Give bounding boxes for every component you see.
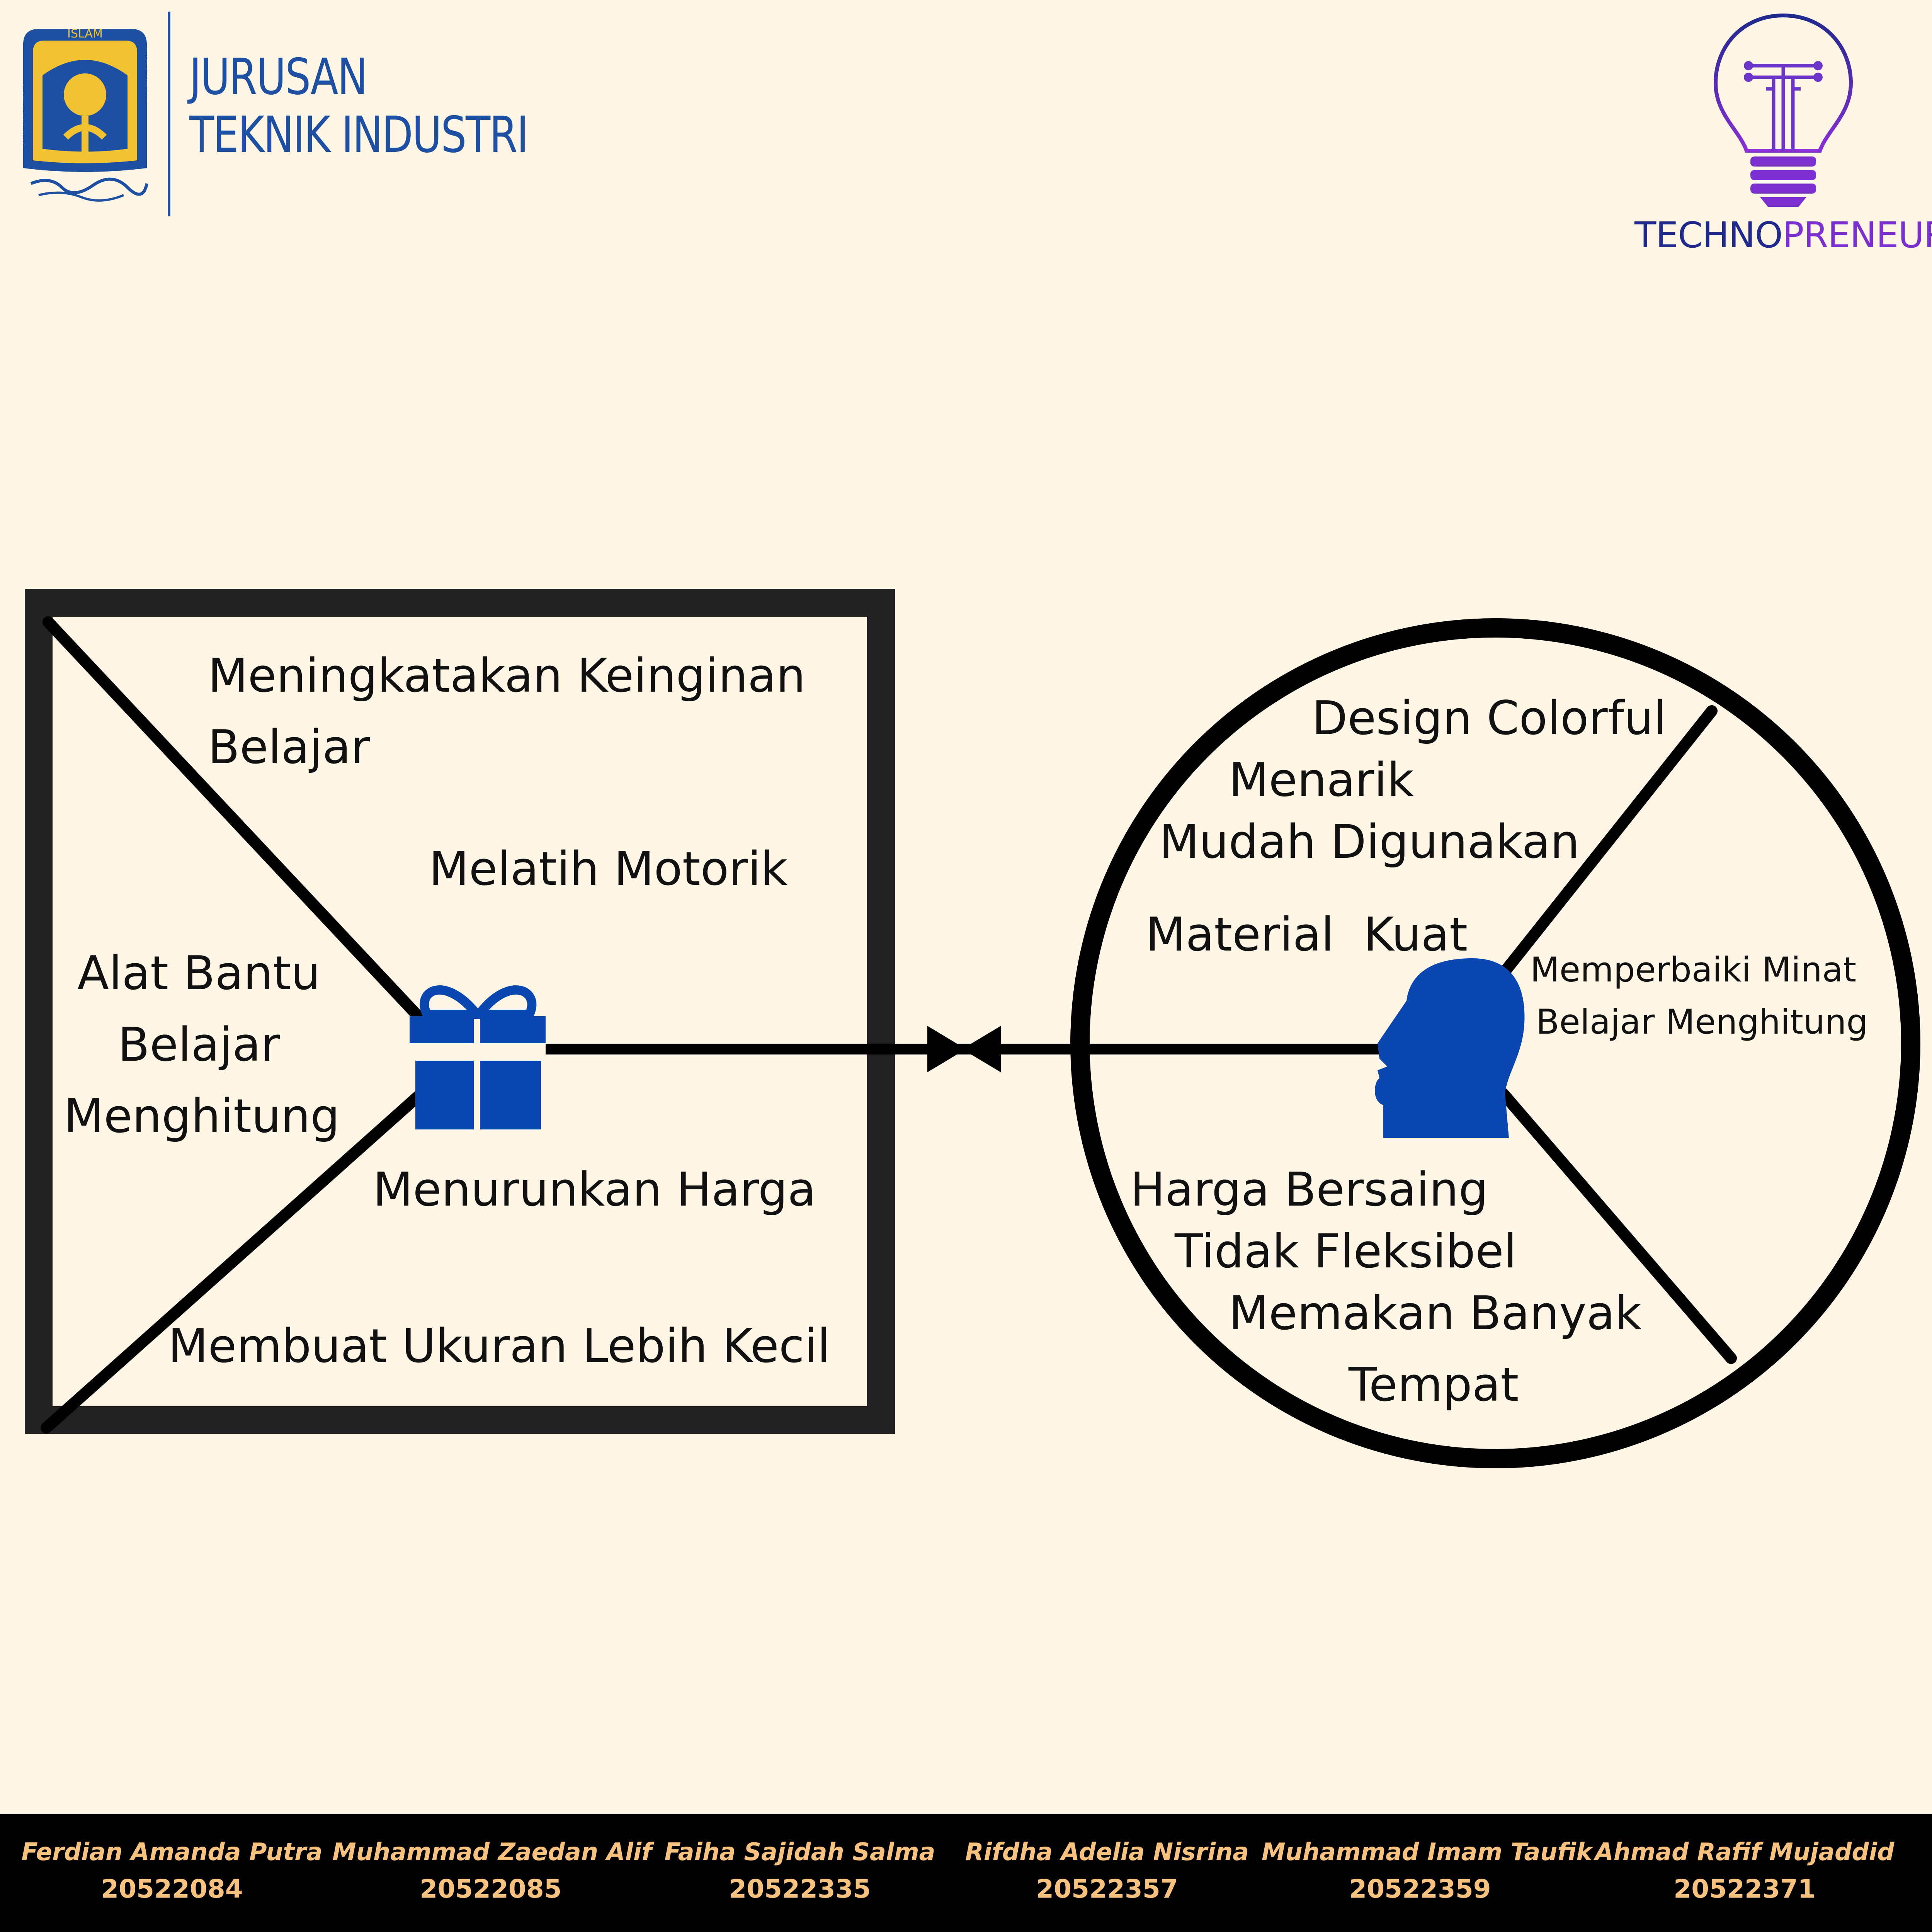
arrow-left-icon — [962, 1026, 1001, 1072]
member-name: Ahmad Rafif Mujaddid — [1595, 1838, 1895, 1866]
member-name: Ferdian Amanda Putra — [21, 1838, 323, 1866]
customer-divider-top — [1490, 705, 1718, 989]
member-name: Muhammad Zaedan Alif — [332, 1838, 652, 1866]
member-name: Rifdha Adelia Nisrina — [965, 1838, 1249, 1866]
team-member-1: Ferdian Amanda Putra 20522084 — [14, 1833, 330, 1908]
member-nim: 20522371 — [1673, 1874, 1816, 1904]
arrow-right-icon — [927, 1026, 966, 1072]
header-divider — [168, 12, 170, 216]
pain-2: Tidak Fleksibel — [1175, 1225, 1517, 1279]
pain-3: Memakan Banyak — [1229, 1287, 1642, 1340]
gain-1: Design Colorful — [1312, 692, 1667, 745]
value-map-square — [25, 589, 895, 1434]
member-nim: 20522359 — [1349, 1874, 1491, 1904]
customer-job-2: Belajar Menghitung — [1536, 1002, 1868, 1042]
gain-creator-2: Belajar — [208, 721, 370, 774]
head-icon — [1375, 958, 1525, 1138]
gain-4: Material Kuat — [1146, 908, 1468, 962]
gain-creator-3: Melatih Motorik — [429, 842, 788, 896]
wordmark-part-1: TECHNO — [1634, 214, 1783, 256]
wordmark-part-2: PRENEUR — [1782, 214, 1932, 256]
member-name: Faiha Sajidah Salma — [664, 1838, 935, 1866]
member-nim: 20522085 — [420, 1874, 562, 1904]
product-service-line-3: Menghitung — [64, 1090, 340, 1143]
lightbulb-icon — [1712, 12, 1855, 209]
uii-logo: ISLAM UNIVERSITAS INDONESIA — [15, 21, 155, 207]
pain-reliever-1: Menurunkan Harga — [373, 1163, 816, 1217]
logo-arc-right: INDONESIA — [137, 48, 149, 105]
logo-arc-top: ISLAM — [67, 27, 103, 41]
customer-divider-bottom — [1497, 1088, 1737, 1364]
pain-4: Tempat — [1349, 1358, 1519, 1412]
department-line-1: JURUSAN — [189, 48, 368, 106]
member-name: Muhammad Imam Taufik — [1262, 1838, 1592, 1866]
pain-1: Harga Bersaing — [1130, 1163, 1488, 1217]
gain-2: Menarik — [1229, 753, 1414, 807]
team-member-5: Muhammad Imam Taufik 20522359 — [1262, 1833, 1592, 1908]
department-line-2: TEKNIK INDUSTRI — [189, 106, 529, 164]
team-member-4: Rifdha Adelia Nisrina 20522357 — [949, 1833, 1265, 1908]
gain-creator-1: Meningkatakan Keinginan — [208, 649, 806, 703]
member-nim: 20522335 — [729, 1874, 871, 1904]
product-service-line-1: Alat Bantu — [77, 947, 321, 1000]
product-service-line-2: Belajar — [118, 1018, 280, 1072]
department-title: JURUSAN TEKNIK INDUSTRI — [189, 48, 529, 164]
member-nim: 20522357 — [1036, 1874, 1178, 1904]
customer-profile-circle — [1070, 618, 1920, 1468]
team-footer — [0, 1814, 1932, 1932]
customer-job-1: Memperbaiki Minat — [1530, 950, 1857, 990]
team-member-6: Ahmad Rafif Mujaddid 20522371 — [1586, 1833, 1903, 1908]
member-nim: 20522084 — [101, 1874, 243, 1904]
gain-3: Mudah Digunakan — [1159, 815, 1580, 869]
team-member-2: Muhammad Zaedan Alif 20522085 — [332, 1833, 652, 1908]
logo-arc-left: UNIVERSITAS — [21, 83, 33, 149]
gift-icon — [410, 985, 546, 1129]
team-member-3: Faiha Sajidah Salma 20522335 — [641, 1833, 958, 1908]
technopreneur-wordmark: TECHNOPRENEUR — [1634, 214, 1932, 256]
value-map-diagonal-top — [43, 616, 437, 1036]
value-map-diagonal-bottom — [41, 1088, 427, 1434]
pain-reliever-2: Membuat Ukuran Lebih Kecil — [168, 1320, 830, 1373]
